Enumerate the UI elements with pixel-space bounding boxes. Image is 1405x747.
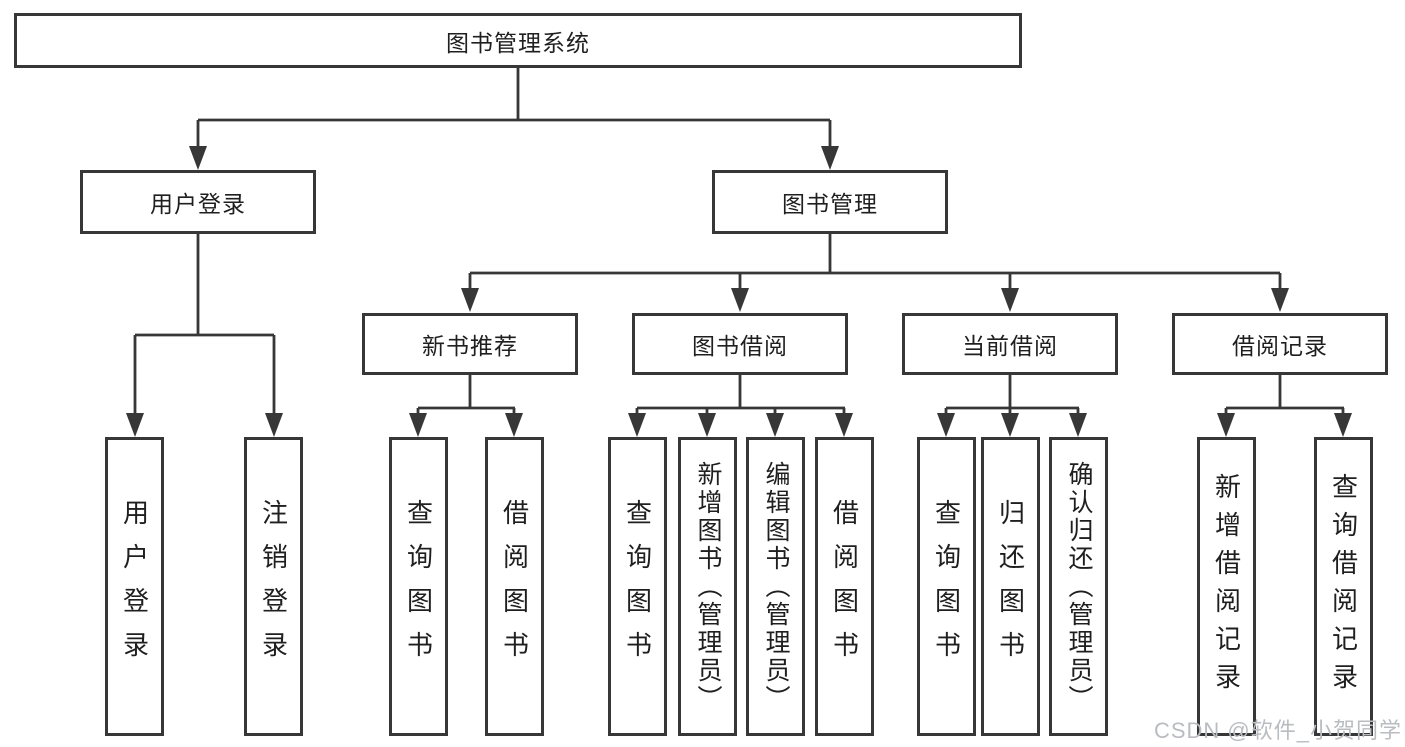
node-label: 图书管理 xyxy=(782,191,878,217)
node-label: 新书推荐 xyxy=(422,333,518,359)
node-label: 借阅图书 xyxy=(829,498,860,675)
node-borrowing-records: 借阅记录 xyxy=(1172,313,1388,375)
node-current-borrowing: 当前借阅 xyxy=(902,313,1118,375)
leaf-logout: 注销登录 xyxy=(244,437,303,736)
node-library-management-system: 图书管理系统 xyxy=(14,13,1022,68)
node-label: 新增图书（管理员） xyxy=(694,460,722,713)
leaf-borrow-query-books: 查询图书 xyxy=(608,437,667,736)
leaf-current-return-books: 归还图书 xyxy=(981,437,1040,736)
node-label: 图书借阅 xyxy=(692,333,788,359)
leaf-record-query-borrow-record: 查询借阅记录 xyxy=(1314,437,1373,736)
node-label: 用户登录 xyxy=(150,191,246,217)
node-label: 新增借阅记录 xyxy=(1211,472,1242,701)
leaf-user-login: 用户登录 xyxy=(105,437,164,736)
node-label: 查询图书 xyxy=(931,498,962,675)
node-label: 归还图书 xyxy=(995,498,1026,675)
watermark-csdn: CSDN @软件_小贺同学 xyxy=(1153,718,1402,743)
node-user-login: 用户登录 xyxy=(80,170,316,234)
node-label: 编辑图书（管理员） xyxy=(762,460,790,713)
leaf-current-query-books: 查询图书 xyxy=(917,437,976,736)
node-label: 图书管理系统 xyxy=(446,29,590,56)
node-label: 注销登录 xyxy=(258,498,289,675)
leaf-newbook-borrow-books: 借阅图书 xyxy=(485,437,544,736)
leaf-borrow-add-books-admin: 新增图书（管理员） xyxy=(678,437,737,736)
node-book-borrowing: 图书借阅 xyxy=(632,313,848,375)
node-label: 查询图书 xyxy=(403,498,434,675)
node-label: 确认归还（管理员） xyxy=(1065,460,1093,713)
leaf-borrow-borrow-books: 借阅图书 xyxy=(815,437,874,736)
node-label: 用户登录 xyxy=(119,498,150,675)
leaf-current-confirm-return-admin: 确认归还（管理员） xyxy=(1049,437,1108,736)
node-label: 当前借阅 xyxy=(962,333,1058,359)
leaf-newbook-query-books: 查询图书 xyxy=(389,437,448,736)
leaf-borrow-edit-books-admin: 编辑图书（管理员） xyxy=(746,437,805,736)
leaf-record-add-borrow-record: 新增借阅记录 xyxy=(1197,437,1256,736)
node-book-management: 图书管理 xyxy=(712,170,948,234)
node-label: 借阅图书 xyxy=(499,498,530,675)
node-new-book-recommend: 新书推荐 xyxy=(362,313,578,375)
node-label: 查询借阅记录 xyxy=(1328,472,1359,701)
node-label: 借阅记录 xyxy=(1232,333,1328,359)
node-label: 查询图书 xyxy=(622,498,653,675)
